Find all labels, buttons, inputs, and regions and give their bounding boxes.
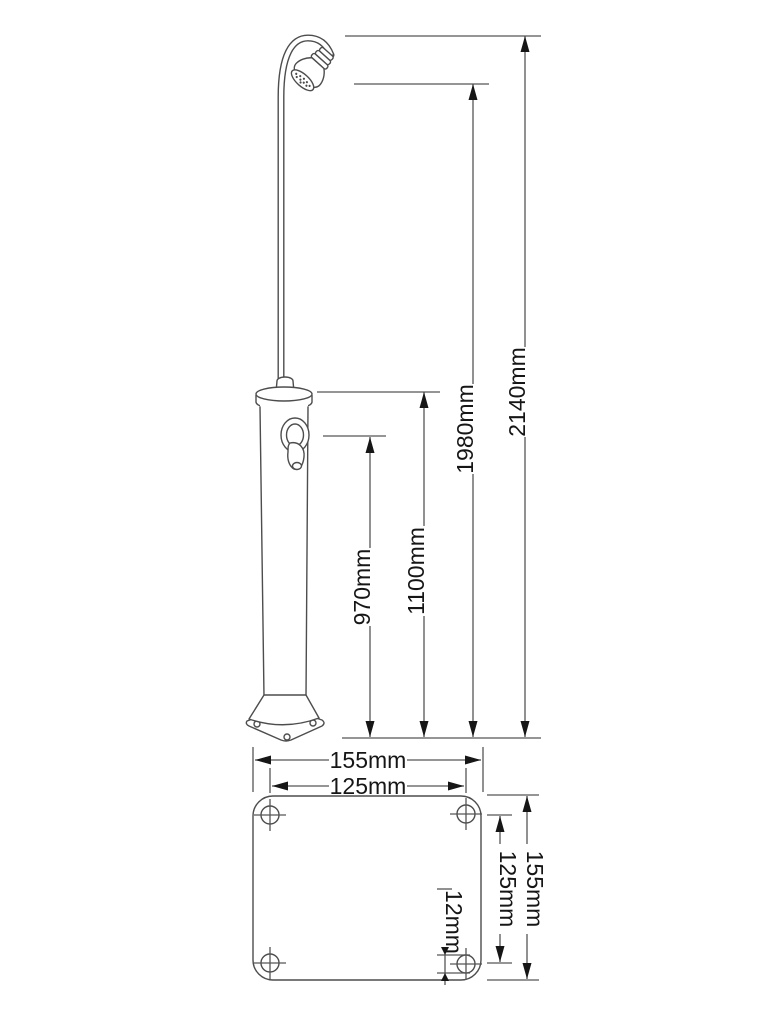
extension-lines (317, 35, 541, 739)
dimension-hole-diameter: 12mm (437, 888, 470, 985)
dimension-head-height: 1980mm (452, 84, 478, 737)
bolt-hole-top-left (254, 799, 286, 831)
label-155mm-width: 155mm (330, 747, 407, 773)
label-12mm: 12mm (441, 890, 467, 954)
shower-figure (245, 34, 335, 742)
spray-face-dots (295, 72, 311, 87)
dimension-mixer-height: 970mm (349, 437, 375, 737)
mixer-tap (280, 417, 310, 471)
dimension-hole-spacing-x: 125mm (269, 768, 467, 799)
label-1980mm: 1980mm (452, 384, 478, 473)
dimension-hole-spacing-y: 125mm (487, 814, 521, 964)
label-125mm-width: 125mm (330, 773, 407, 799)
label-125mm-depth: 125mm (495, 851, 521, 928)
gooseneck-pipe (277, 34, 335, 396)
column-base (245, 694, 325, 742)
base-plate-top-view (252, 795, 482, 981)
label-155mm-depth: 155mm (522, 851, 548, 928)
bolt-hole-top-right (450, 798, 482, 830)
label-1100mm: 1100mm (403, 527, 429, 615)
label-2140mm: 2140mm (504, 347, 530, 436)
label-970mm: 970mm (349, 549, 375, 626)
bolt-hole-bottom-left (254, 947, 286, 979)
dimension-column-top-height: 1100mm (403, 392, 429, 737)
shower-head (290, 46, 334, 92)
dimension-total-height: 2140mm (504, 36, 530, 737)
dimension-plate-width: 155mm (252, 747, 484, 792)
dimension-plate-depth: 155mm (487, 794, 548, 981)
tank-column (259, 404, 309, 699)
